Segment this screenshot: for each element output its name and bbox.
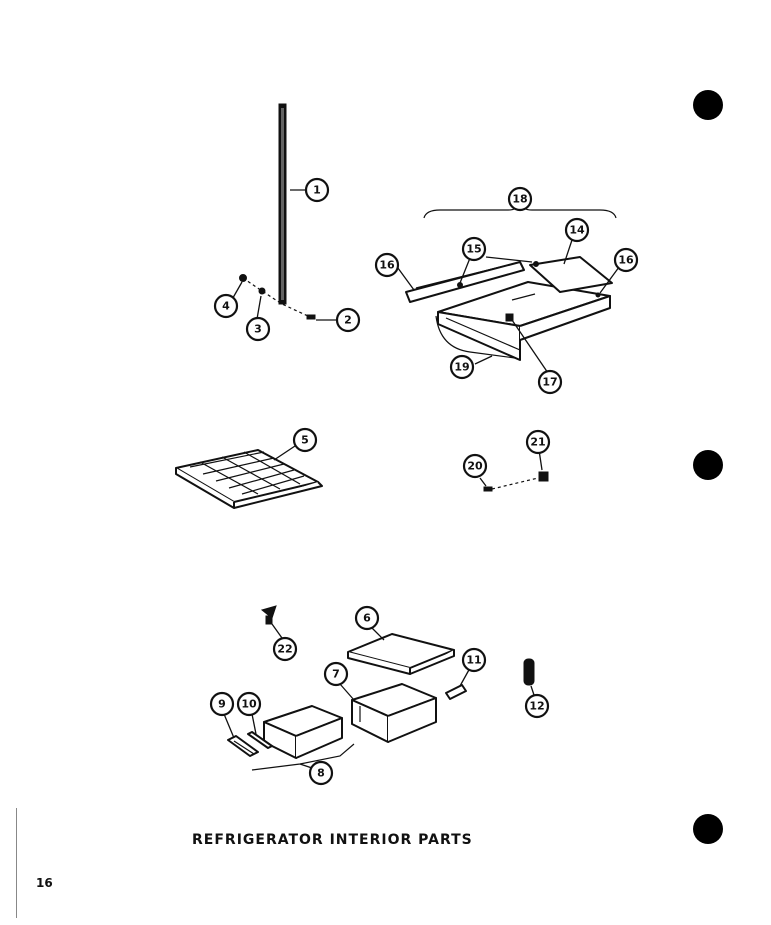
shelf-support-rail [278,103,287,305]
diagram-title: REFRIGERATOR INTERIOR PARTS [192,832,473,848]
callout-part-12: 12 [524,693,550,719]
screw-part-20 [483,486,493,492]
svg-text:22: 22 [277,643,292,656]
callout-part-4: 4 [213,293,239,319]
page-number: 16 [36,876,53,890]
svg-text:15: 15 [466,243,481,256]
binder-hole-bottom [693,814,723,844]
wire-shelf [175,449,323,509]
svg-text:12: 12 [529,700,544,713]
callout-part-16-left: 16 [374,252,400,278]
svg-text:16: 16 [618,254,634,267]
svg-text:17: 17 [542,376,557,389]
callout-part-19: 19 [449,354,475,380]
callout-part-16-right: 16 [613,247,639,273]
crisper-pan [351,683,437,743]
callout-part-18: 18 [507,186,533,212]
bracket-part-21 [538,471,549,482]
svg-text:3: 3 [254,323,262,336]
callout-part-14: 14 [564,217,590,243]
binder-hole-top [693,90,723,120]
margin-line [16,808,17,918]
callout-part-10: 10 [236,691,262,717]
callout-part-3: 3 [245,316,271,342]
callout-part-1: 1 [304,177,330,203]
callout-part-5: 5 [292,427,318,453]
svg-text:18: 18 [512,193,527,206]
callout-part-21: 21 [525,429,551,455]
crisper-cover [347,633,455,675]
svg-text:5: 5 [301,434,309,447]
svg-text:11: 11 [466,654,481,667]
svg-text:21: 21 [530,436,545,449]
svg-text:9: 9 [218,698,226,711]
assembly-bracket-8 [251,743,355,771]
control-knob-part-22 [260,605,277,625]
svg-text:14: 14 [569,224,585,237]
svg-text:2: 2 [344,314,352,327]
binder-hole-middle [693,450,723,480]
spring-part-12 [523,658,535,686]
svg-text:7: 7 [332,668,340,681]
callout-part-15: 15 [461,236,487,262]
callout-part-17: 17 [537,369,563,395]
svg-text:8: 8 [317,767,325,780]
callout-part-7: 7 [323,661,349,687]
meat-pan [263,705,343,759]
screw-part-2 [306,314,316,320]
callout-part-2: 2 [335,307,361,333]
svg-text:19: 19 [454,361,469,374]
callout-part-6: 6 [354,605,380,631]
callout-part-9: 9 [209,691,235,717]
callout-part-11: 11 [461,647,487,673]
svg-text:6: 6 [363,612,371,625]
pin-part-11 [445,684,467,700]
shelf-assembly [405,256,613,361]
callout-part-8: 8 [308,760,334,786]
svg-text:10: 10 [241,698,257,711]
callout-part-22: 22 [272,636,298,662]
svg-text:1: 1 [313,184,321,197]
callout-part-20: 20 [462,453,488,479]
svg-text:20: 20 [467,460,483,473]
svg-text:16: 16 [379,259,395,272]
slide-part-10 [247,731,273,749]
svg-text:4: 4 [222,300,230,313]
